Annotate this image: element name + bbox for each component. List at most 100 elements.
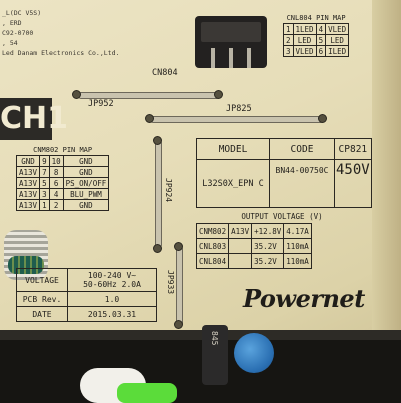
cell: CNL803 [195, 238, 230, 254]
solder-pad [153, 136, 162, 145]
table-row: A13V 7 8 GND [15, 166, 110, 178]
connector-pin [247, 48, 251, 68]
model-value: L32S0X_EPN C [196, 159, 270, 208]
cell: 1 [283, 23, 294, 35]
cell: 1LED [292, 23, 317, 35]
info-table: VOLTAGE 100-240 V~ 50-60Hz 2.0A PCB Rev.… [16, 268, 157, 322]
mfr-line: , ERD [2, 19, 22, 27]
cell: CNL804 [195, 253, 230, 269]
solder-pad [153, 244, 162, 253]
cell: 2 [48, 199, 64, 211]
cell: ILED [325, 45, 350, 57]
cell: 1.0 [67, 291, 157, 307]
table-row: CNM802 A13V +12.8V 4.17A [195, 223, 312, 239]
connector-pin [211, 48, 215, 68]
solder-pad [72, 90, 81, 99]
cn804-pinmap: CNL804 PIN MAP 1 1LED 4 VLED 2 LED 5 LED… [283, 14, 350, 57]
table-row: 2 LED 5 LED [283, 34, 350, 46]
cell: 1 [39, 199, 50, 211]
manufacturer-text: _L(DC V5S) , ERD C92-0700 , 54 Led Danam… [2, 8, 119, 58]
solder-pad [174, 320, 183, 329]
cell: GND [62, 155, 110, 167]
cell: 10 [48, 155, 64, 167]
connector-pin [229, 48, 233, 68]
table-row: MODEL CODE CP821 [196, 138, 372, 160]
cell: 100-240 V~ 50-60Hz 2.0A [67, 268, 157, 292]
table-row: 3 VLED 6 ILED [283, 45, 350, 57]
cell: 7 [39, 166, 50, 178]
pinmap-title: CNL804 PIN MAP [286, 14, 346, 22]
table-row: GND 9 10 GND [15, 155, 110, 167]
green-component [117, 383, 177, 403]
solder-pad [318, 114, 327, 123]
table-row: VOLTAGE 100-240 V~ 50-60Hz 2.0A [16, 268, 157, 292]
mfr-line: Led Danam Electronics Co.,Ltd. [2, 49, 120, 57]
cell: A13V [15, 199, 41, 211]
jumper-wire [155, 140, 162, 248]
cell: A13V [228, 223, 253, 239]
connector-housing [201, 22, 261, 42]
cell: 5 [39, 177, 50, 189]
ceramic-capacitor [234, 333, 274, 373]
cell: 8 [48, 166, 64, 178]
cell [228, 253, 253, 269]
cell: 5 [315, 34, 327, 46]
table-row: DATE 2015.03.31 [16, 306, 157, 322]
jumper-wire [150, 116, 324, 123]
cell: 2015.03.31 [67, 306, 157, 322]
cell: BLU_PWM [62, 188, 110, 200]
cell [228, 238, 253, 254]
cell: 110mA [283, 238, 312, 254]
heatsink-edge [0, 330, 401, 340]
table-row: CNL803 35.2V 110mA [195, 238, 312, 254]
cell: LED [325, 34, 350, 46]
cell: 6 [315, 45, 327, 57]
cell: CODE [269, 138, 335, 160]
ch1-label: CH1 [0, 98, 68, 140]
voltage-rating: 450V [334, 159, 372, 208]
cell: 6 [48, 177, 64, 189]
solder-pad [174, 242, 183, 251]
cell: PCB Rev. [16, 291, 68, 307]
jp825-label: JP825 [226, 104, 252, 114]
cell: VOLTAGE [16, 268, 68, 292]
cell: CP821 [334, 138, 372, 160]
table-row: A13V 5 6 PS_ON/OFF [15, 177, 110, 189]
mfr-line: , 54 [2, 39, 18, 47]
capacitor-label: 845 [210, 331, 219, 346]
electrolytic-capacitor: 845 [202, 325, 228, 385]
cell: A13V [15, 166, 41, 178]
table-row: PCB Rev. 1.0 [16, 291, 157, 307]
solder-pad [145, 114, 154, 123]
cell: A13V [15, 177, 41, 189]
bottom-shadow [0, 338, 401, 403]
jp933-label: JP933 [166, 270, 175, 295]
output-voltage-table: OUTPUT VOLTAGE (V) CNM802 A13V +12.8V 4.… [195, 212, 368, 269]
cell: 35.2V [251, 238, 285, 254]
table-row: 1 1LED 4 VLED [283, 23, 350, 35]
pinmap-title: CNM802 PIN MAP [33, 146, 93, 154]
cell: 3 [283, 45, 294, 57]
table-row: L32S0X_EPN C BN44-00750C 450V [196, 159, 372, 208]
cn804-connector [195, 16, 267, 68]
code-value: BN44-00750C [269, 159, 335, 208]
jp952-label: JP952 [88, 99, 114, 109]
cell: A13V [15, 188, 41, 200]
table-row: A13V 1 2 GND [15, 199, 110, 211]
cell: CNM802 [195, 223, 230, 239]
jumper-wire [176, 246, 183, 326]
cell: 4 [315, 23, 327, 35]
cell: MODEL [196, 138, 270, 160]
solder-pad [214, 90, 223, 99]
cell: PS_ON/OFF [62, 177, 110, 189]
cell: 3 [39, 188, 50, 200]
model-table: MODEL CODE CP821 L32S0X_EPN C BN44-00750… [196, 138, 372, 208]
cell: 35.2V [251, 253, 285, 269]
cell: GND [62, 199, 110, 211]
jp924-label: JP924 [164, 178, 173, 203]
cn804-label: CN804 [152, 68, 178, 78]
cell: GND [15, 155, 41, 167]
cell: GND [62, 166, 110, 178]
jumper-wire [78, 92, 220, 99]
